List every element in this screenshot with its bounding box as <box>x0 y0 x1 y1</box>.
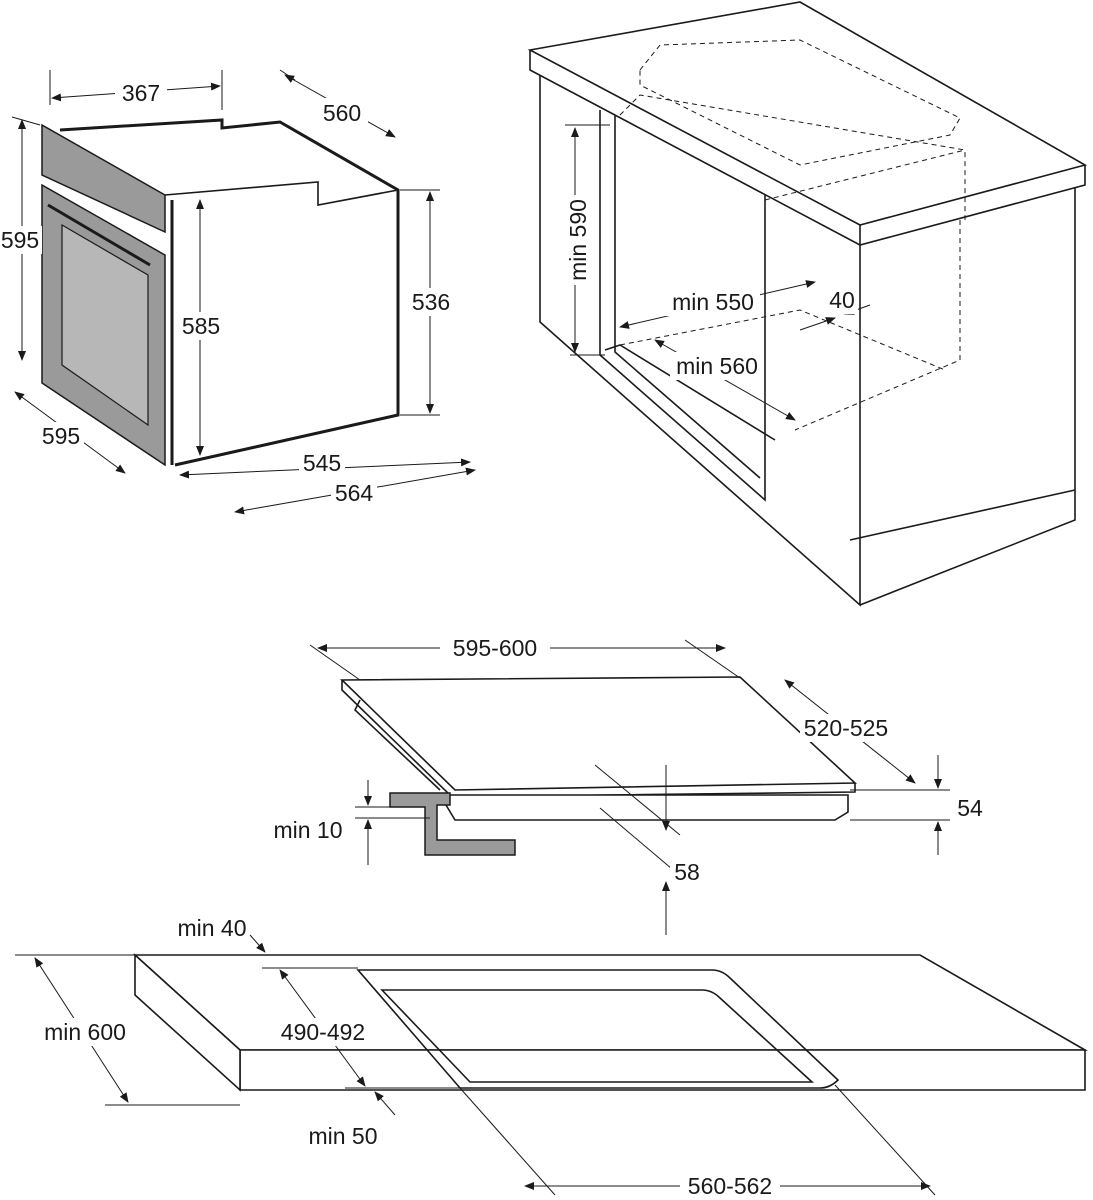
hob-insert-depth-label: 58 <box>674 859 700 885</box>
oven-depth-total-label: 564 <box>335 480 374 506</box>
cabinet-min-depth-label: min 560 <box>676 353 758 379</box>
countertop-cutout <box>356 969 840 1089</box>
countertop-drawing <box>15 934 1088 1196</box>
hob-body <box>438 794 849 821</box>
oven-handle <box>47 203 151 267</box>
oven-depth-body-label: 545 <box>303 450 341 476</box>
countertop-front <box>239 1049 1086 1091</box>
cabinet-drawing <box>527 1 1088 607</box>
oven-height-front-label: 595 <box>1 227 39 253</box>
oven-depth-top-label: 367 <box>122 80 160 106</box>
countertop-cutout-depth-label: 490-492 <box>281 1019 365 1045</box>
hob-drawing <box>309 639 950 935</box>
oven-top-step <box>164 181 399 206</box>
oven-body-outline <box>59 118 400 467</box>
oven-width-top-label: 560 <box>323 100 361 126</box>
oven-window <box>61 223 149 427</box>
hob-cutout-outline <box>639 39 961 166</box>
countertop-profile <box>389 792 516 856</box>
countertop-cutout-width-label: 560-562 <box>688 1173 772 1199</box>
oven-control-panel <box>41 123 166 234</box>
hob-min-clearance-label: min 10 <box>273 817 342 843</box>
countertop-min-front-label: min 50 <box>308 1123 377 1149</box>
cabinet-min-height-label: min 590 <box>565 199 591 281</box>
countertop-side <box>134 953 241 1092</box>
countertop-min-back-label: min 40 <box>177 915 246 941</box>
hob-depth-label: 520-525 <box>804 715 888 741</box>
hob-glass-top <box>340 676 858 791</box>
countertop-min-depth-label: min 600 <box>44 1019 126 1045</box>
cabinet-front <box>539 75 861 607</box>
hob-height-label: 54 <box>957 795 983 821</box>
cabinet-side <box>859 188 1076 606</box>
oven-width-front-label: 595 <box>42 423 80 449</box>
cabinet-min-width-label: min 550 <box>672 289 754 315</box>
oven-height-inner-label: 585 <box>182 313 220 339</box>
cabinet-vent-gap-label: 40 <box>829 287 855 313</box>
hob-width-label: 595-600 <box>453 635 537 661</box>
oven-height-side-label: 536 <box>412 289 450 315</box>
